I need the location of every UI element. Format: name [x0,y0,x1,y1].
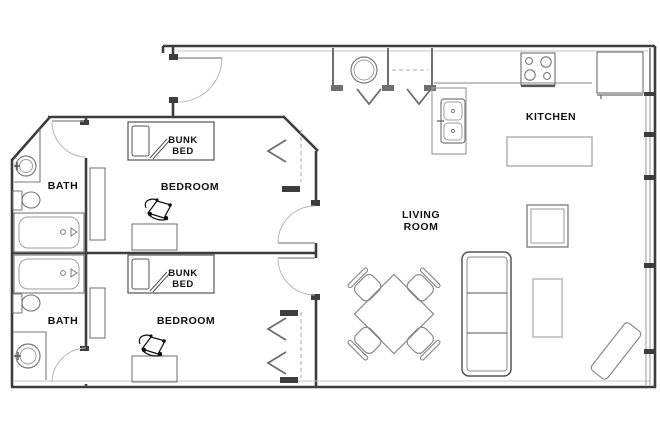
kitchen-sink [440,98,466,144]
refrigerator [596,51,644,94]
dining-table [353,273,435,355]
dining-chair [346,323,385,362]
bedroom-top-label: BEDROOM [161,181,219,193]
closet-bifold-icon [266,317,287,341]
bunk-bed-top-label-2: BED [172,146,194,157]
toilet-tank [12,190,23,211]
bunk-ladder-lines [149,271,171,293]
stove-burner [525,57,533,65]
dining-chair [346,266,385,305]
stove-burner [524,69,536,81]
sofa [461,251,512,377]
kitchen [431,51,644,167]
bedroom-top [89,121,316,251]
kitchen-island [506,136,593,167]
kitchen-label: KITCHEN [526,111,576,123]
exterior-walls [10,44,657,389]
wardrobe [89,167,106,241]
dining-chair [403,323,442,362]
tub-drain [60,229,66,235]
washer-inner-icon [353,59,375,81]
alcove-walls [332,48,433,88]
bathtub-inner [18,258,80,290]
bath-top-label: BATH [48,180,78,192]
bathtub-inner [18,216,80,249]
washer-icon [350,56,378,84]
bedroom-door-arc [277,205,316,244]
bath-door-arc [51,347,87,383]
refrigerator-front [597,94,643,99]
armchair-seat [530,208,565,244]
desk-chair-icon [138,333,167,357]
living-room-label-2: ROOM [404,221,439,233]
bifold-door-icon [406,88,432,106]
bathtub [13,212,85,253]
bathtub [13,254,85,294]
bunk-bed [127,121,215,161]
sofa-cushion-lines [467,292,507,334]
dining-chair [403,266,442,305]
bedroom-bottom [89,254,316,383]
desk [131,355,178,383]
alcove-jambs [331,85,436,91]
faucet-icon [14,162,20,170]
desk-chair-icon [144,197,173,221]
bunk-ladder-lines [149,138,171,160]
bath-bottom [12,254,87,383]
vanity-counter [13,331,47,380]
faucet-icon [14,352,21,360]
wall-inner-faces [13,50,650,382]
bath-sink-inner [19,347,37,365]
hall-closets [331,48,436,106]
angled-console [590,322,642,380]
bath-bottom-label: BATH [48,315,78,327]
window-glass-lines [645,95,651,385]
entry-door-arc [177,57,223,103]
sink-drain [450,128,456,134]
toilet-tank [12,293,23,314]
window-mullions [644,92,656,354]
bunk-bed-bottom-label-2: BED [172,279,194,290]
bunk-bed-top-label-1: BUNK [168,135,197,146]
desk [131,223,178,251]
bath-sink-inner [19,159,33,173]
toilet-bowl [21,191,41,209]
wardrobe [89,287,106,339]
living-room-label-1: LIVING [402,209,440,221]
counter-left-column [431,87,467,155]
vanity-counter [14,129,41,183]
chamfer-wall [11,116,51,161]
coffee-table [532,278,563,338]
bedroom-bottom-label: BEDROOM [157,315,215,327]
stove-burner [540,56,552,68]
closet-bifold-icon [266,139,287,163]
bath-top [12,120,87,253]
window-band [644,48,656,385]
bifold-door-icon [356,88,382,106]
tub-faucet-icon [70,268,78,278]
toilet-bowl [21,294,41,312]
stove-burner [543,72,551,80]
entry-door [177,57,223,103]
sink-basin [443,122,463,141]
bedroom-door-arc [277,257,316,296]
bed-pillow [131,125,150,157]
armchair [526,204,569,248]
living-room-furniture [346,204,642,380]
bed-pillow [131,258,150,290]
closet-bifold-icon [266,351,287,375]
tub-drain [60,270,66,276]
tub-faucet-icon [70,227,78,237]
bunk-bed-bottom-label-1: BUNK [168,268,197,279]
bunk-bed [127,254,215,294]
sofa-seat [466,256,508,372]
bath-door-arc [51,121,87,158]
sink-drain [450,108,456,114]
door-jambs [80,54,320,383]
sink-basin [443,101,463,121]
